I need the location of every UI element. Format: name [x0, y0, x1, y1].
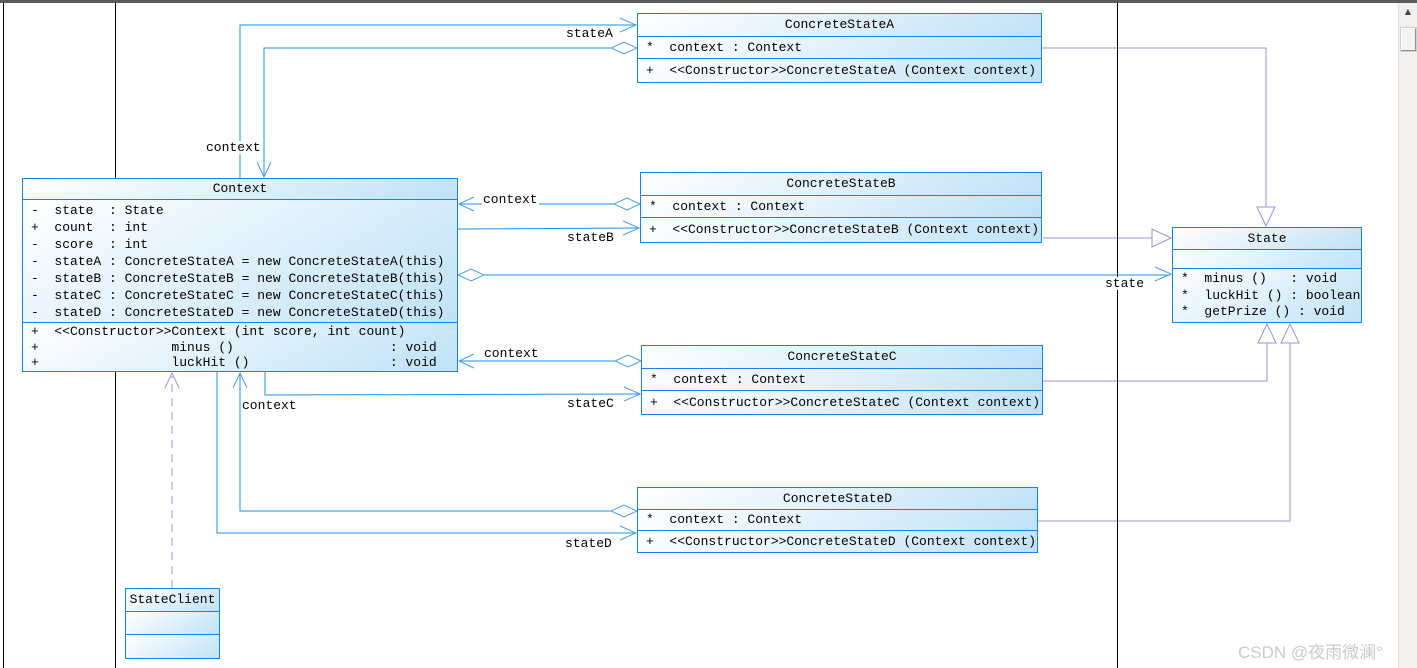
class-method: * minus () : void: [1181, 271, 1338, 286]
generalization-stateC-state[interactable]: [1043, 322, 1277, 382]
class-method: + luckHit () : void: [31, 355, 437, 370]
association-stateD[interactable]: [216, 372, 638, 541]
class-box-concrete-state-d[interactable]: ConcreteStateD * context : Context + <<C…: [637, 487, 1038, 553]
class-title: StateClient: [126, 589, 219, 611]
class-method: + minus () : void: [31, 339, 437, 355]
edge-label-stateD: stateD: [564, 536, 613, 551]
association-contextA[interactable]: [256, 41, 639, 179]
class-title: ConcreteStateD: [638, 488, 1037, 509]
edge-label-state: state: [1104, 276, 1146, 291]
scroll-up-icon: ▲: [1404, 7, 1412, 16]
association-stateB[interactable]: [457, 220, 641, 236]
watermark-text: CSDN @夜雨微澜°: [1238, 643, 1383, 662]
scroll-up-button[interactable]: ▲: [1399, 5, 1417, 19]
class-box-concrete-state-c[interactable]: ConcreteStateC * context : Context + <<C…: [641, 345, 1043, 415]
class-method: * luckHit () : boolean: [1181, 287, 1361, 303]
class-method: + <<Constructor>>ConcreteStateA (Context…: [646, 63, 1037, 78]
generalization-stateB-state[interactable]: [1043, 228, 1173, 248]
class-title: ConcreteStateA: [638, 14, 1041, 36]
class-attribute: - stateD : ConcreteStateD = new Concrete…: [31, 305, 445, 320]
class-attribute: - stateB : ConcreteStateB = new Concrete…: [31, 271, 445, 286]
vertical-scrollbar[interactable]: ▲: [1398, 3, 1417, 668]
class-box-state[interactable]: State * minus () : void * luckHit () : b…: [1172, 227, 1362, 323]
generalization-stateD-state[interactable]: [1038, 322, 1300, 522]
class-method: + <<Constructor>>ConcreteStateB (Context…: [649, 222, 1040, 237]
empty-attributes-section: [126, 611, 219, 634]
association-contextB[interactable]: [457, 196, 642, 212]
class-attribute: - score : int: [31, 237, 149, 252]
edge-label-contextD: context: [241, 398, 298, 413]
canvas-border-left: [3, 3, 4, 668]
class-attribute: - stateC : ConcreteStateC = new Concrete…: [31, 288, 445, 303]
class-method: + <<Constructor>>ConcreteStateC (Context…: [650, 395, 1041, 410]
class-title: ConcreteStateC: [642, 346, 1042, 368]
empty-methods-section: [126, 634, 219, 658]
edge-label-contextB: context: [482, 192, 539, 207]
edge-label-stateA: stateA: [565, 26, 614, 41]
class-attribute: + count : int: [31, 220, 149, 235]
association-stateC[interactable]: [264, 372, 642, 402]
class-attribute: * context : Context: [646, 40, 803, 55]
class-attribute: - stateA : ConcreteStateA = new Concrete…: [31, 254, 445, 269]
class-method: * getPrize () : void: [1181, 304, 1345, 319]
dependency-stateclient-context[interactable]: [164, 371, 180, 588]
class-title: State: [1173, 228, 1361, 249]
window-top-border: [0, 0, 1417, 3]
scrollbar-thumb[interactable]: [1401, 28, 1416, 51]
class-title: Context: [23, 179, 457, 199]
class-attribute: * context : Context: [649, 199, 806, 214]
class-attribute: - state : State: [31, 203, 164, 218]
class-attribute: * context : Context: [650, 372, 807, 387]
class-box-concrete-state-a[interactable]: ConcreteStateA * context : Context + <<C…: [637, 13, 1042, 83]
page-boundary-line: [1117, 3, 1118, 668]
edge-label-contextC: context: [483, 346, 540, 361]
class-box-context[interactable]: Context - state : State + count : int - …: [22, 178, 458, 372]
edge-label-contextA: context: [205, 140, 262, 155]
association-stateA[interactable]: [239, 17, 638, 178]
edge-label-stateC: stateC: [566, 396, 615, 411]
association-contextC[interactable]: [457, 353, 643, 369]
class-method: + <<Constructor>>ConcreteStateD (Context…: [646, 534, 1037, 549]
class-title: ConcreteStateB: [641, 173, 1041, 195]
class-attribute: * context : Context: [646, 512, 803, 527]
association-state[interactable]: [456, 266, 1173, 282]
empty-attributes-section: [1173, 249, 1361, 268]
class-box-concrete-state-b[interactable]: ConcreteStateB * context : Context + <<C…: [640, 172, 1042, 243]
edge-label-stateB: stateB: [566, 230, 615, 245]
class-method: + <<Constructor>>Context (int score, int…: [31, 324, 406, 339]
generalization-stateA-state[interactable]: [1042, 47, 1276, 228]
association-contextD[interactable]: [232, 371, 639, 518]
class-box-state-client[interactable]: StateClient: [125, 588, 220, 659]
